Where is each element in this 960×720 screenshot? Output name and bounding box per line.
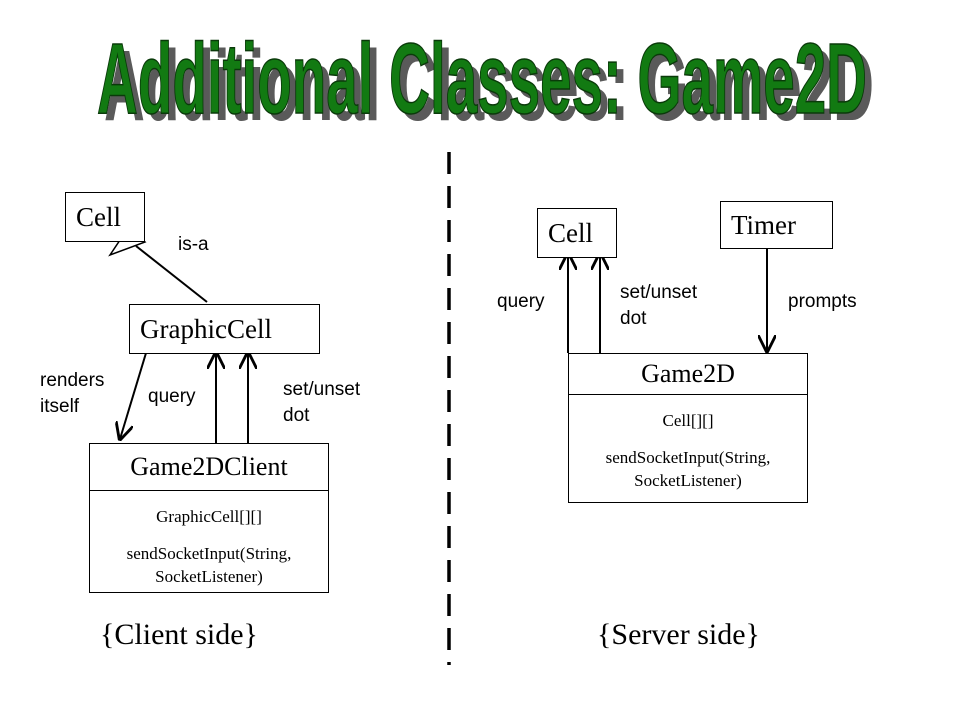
server-setunset-line1: set/unset [620,282,698,303]
renders-label-line2: itself [40,396,80,417]
game2dclient-method-line1: sendSocketInput(String, [126,544,292,563]
renders-itself-label: renders itself [40,368,104,420]
client-side-label: {Client side} [100,618,258,651]
client-query-label: query [148,386,196,407]
renders-itself-arrow [120,352,147,439]
is-a-label: is-a [178,234,209,255]
game2d-field: Cell[][] [662,411,714,430]
timer-label: Timer [731,209,797,240]
server-cell-label: Cell [548,217,593,248]
prompts-label: prompts [788,291,857,312]
server-cell-box: Cell [537,208,617,258]
game2d-method-line2: SocketListener) [634,471,742,490]
renders-label-line1: renders [40,370,105,391]
graphic-cell-label: GraphicCell [140,313,272,344]
server-setunset-label: set/unset dot [620,280,697,332]
game2dclient-method: sendSocketInput(String, SocketListener) [90,542,328,588]
server-query-label: query [497,291,545,312]
is-a-connector [135,245,208,303]
timer-box: Timer [720,201,833,249]
client-setunset-line2: dot [283,405,310,426]
slide-title-text: Additional Classes: Game2D [97,23,867,135]
game2d-class-name: Game2D [569,354,807,395]
game2dclient-field: GraphicCell[][] [156,507,262,526]
game2dclient-class-box: Game2DClient GraphicCell[][] sendSocketI… [89,443,329,593]
server-setunset-line2: dot [620,308,647,329]
server-side-label: {Server side} [597,618,760,651]
client-setunset-label: set/unset dot [283,377,360,429]
game2d-method: sendSocketInput(String, SocketListener) [569,446,807,492]
slide-title: Additional Classes: Game2D Additional Cl… [96,22,874,142]
game2dclient-class-name: Game2DClient [90,444,328,491]
client-setunset-line1: set/unset [283,379,361,400]
client-cell-label: Cell [76,201,121,232]
game2dclient-method-line2: SocketListener) [155,567,263,586]
client-cell-box: Cell [65,192,145,242]
slide-title-shadow: Additional Classes: Game2D [104,30,874,142]
game2d-method-line1: sendSocketInput(String, [605,448,771,467]
game2d-class-box: Game2D Cell[][] sendSocketInput(String, … [568,353,808,503]
graphic-cell-box: GraphicCell [129,304,320,354]
